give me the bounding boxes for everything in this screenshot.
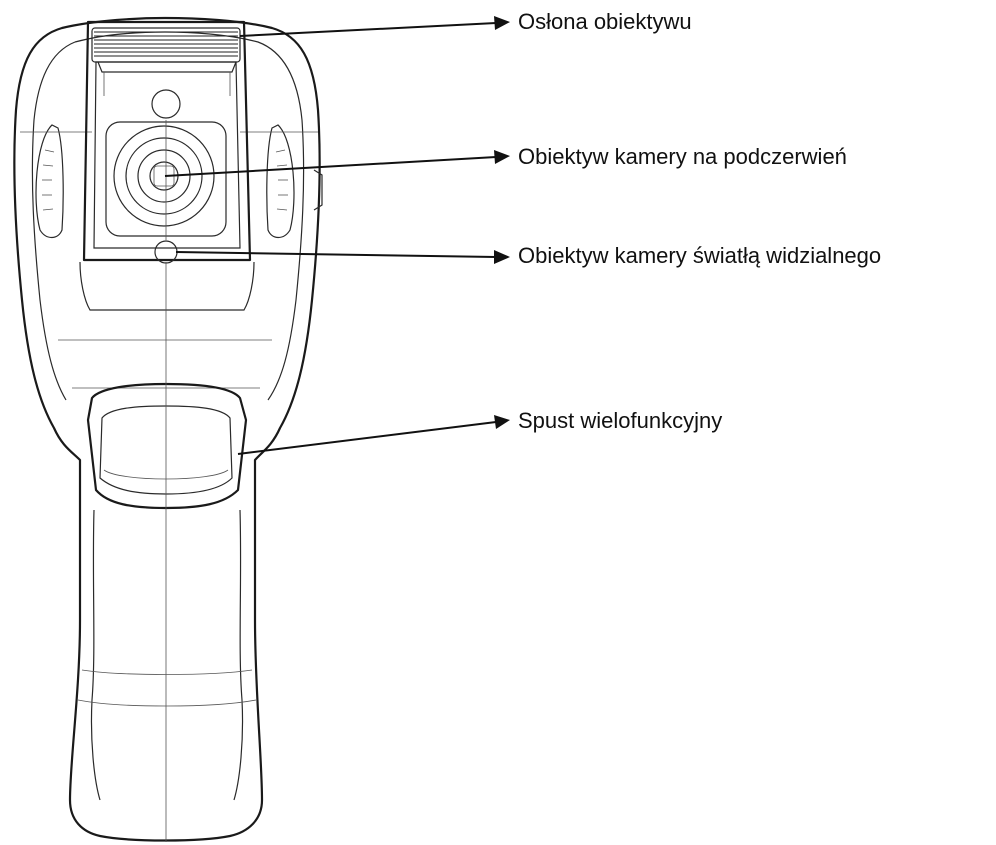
head-lower-shell [79,261,255,311]
trigger-recess [86,382,248,510]
multifunction-trigger [99,405,233,495]
callout-trigger-leader [237,415,510,455]
lens-cover-top-bar [91,27,241,63]
left-side-bumper [35,124,64,239]
lens-cover-frame [82,20,252,262]
label-trigger: Spust wielofunkcyjny [518,408,723,433]
handle-grip [90,509,101,801]
right-side-bumper [266,124,295,239]
label-ir-lens: Obiektyw kamery na podczerwień [518,144,847,169]
top-screw [151,89,181,119]
label-lens-cover: Osłona obiektywu [518,9,692,34]
callout-ir-lens-leader [164,150,510,177]
camera-head-outline [13,16,321,842]
ir-lens-outer-ring [113,125,215,227]
head-inner-contour [74,31,305,401]
right-edge-button [313,169,323,211]
label-visible-lens: Obiektyw kamery światłą widzialnego [518,243,882,268]
callout-lens-cover-leader [239,16,510,37]
callout-visible-lens-leader [175,250,510,264]
